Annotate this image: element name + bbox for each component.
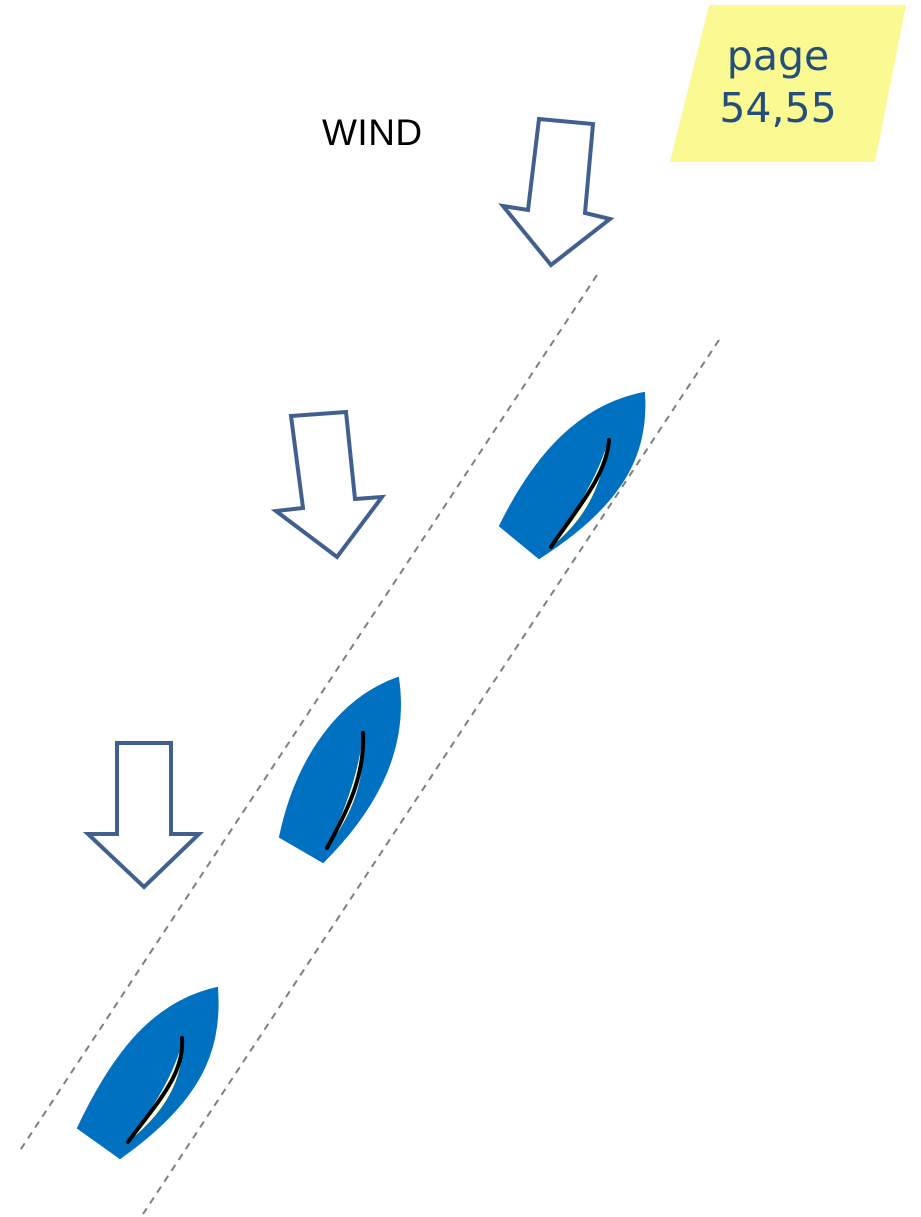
lane-line-left (18, 274, 598, 1153)
page-tag-background (670, 5, 906, 162)
boat-hull (76, 986, 219, 1160)
sailboat-middle (278, 676, 401, 864)
boat-sail-line (549, 438, 611, 549)
page-reference-tag: page 54,55 (690, 30, 866, 134)
boat-hull (278, 676, 401, 864)
boat-sail-line (126, 1036, 185, 1144)
wind-arrow-top (498, 116, 615, 268)
boat-sail (327, 735, 364, 848)
wind-arrow-bottom (82, 741, 204, 890)
boat-hull (498, 391, 646, 560)
page-tag-line1: page (726, 32, 830, 80)
wind-arrow-middle (270, 409, 387, 560)
wind-label: WIND (322, 112, 423, 153)
page-tag-line2: 54,55 (719, 84, 837, 132)
lane-line-right (142, 339, 720, 1215)
sailboat-top (498, 391, 646, 560)
boat-sail-line (325, 731, 366, 850)
sailboat-bottom (76, 986, 219, 1160)
